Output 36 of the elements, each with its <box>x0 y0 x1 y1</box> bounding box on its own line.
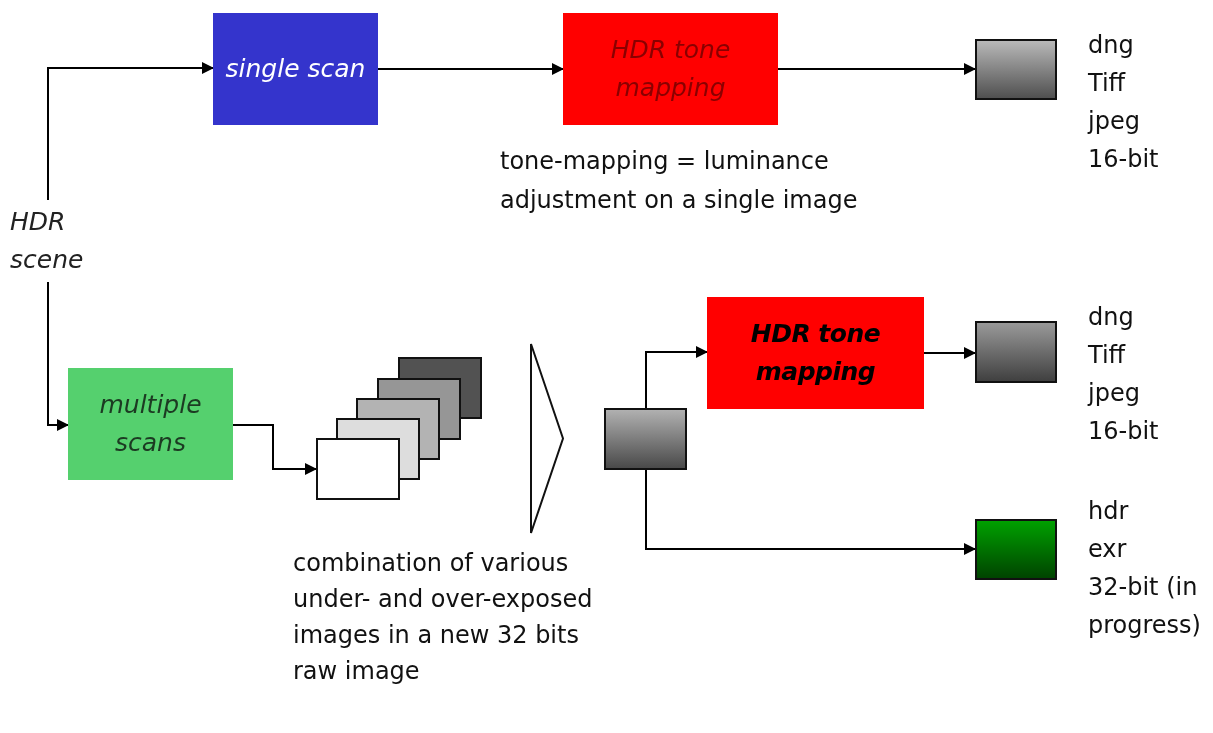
output-box <box>975 39 1057 100</box>
box-label: multiple scans <box>98 389 203 459</box>
arrow <box>47 62 214 201</box>
process-box <box>707 297 924 409</box>
arrow <box>47 281 69 431</box>
arrow <box>645 346 708 409</box>
note-text: combination of various under- and over-exposed images in a new 32 bits raw image <box>293 548 594 687</box>
format-label: 32-bit (in progress) <box>1088 572 1202 641</box>
format-label: Tiff <box>1088 340 1127 371</box>
box-label: HDR tone mapping <box>609 34 732 104</box>
format-label: dng <box>1088 30 1135 61</box>
image-stack-drawing <box>316 357 482 500</box>
output-box <box>975 321 1057 383</box>
arrow <box>777 63 976 75</box>
box-label: HDR tone mapping <box>749 318 882 388</box>
arrow <box>923 347 976 359</box>
process-box <box>68 368 233 480</box>
format-label: dng <box>1088 302 1135 333</box>
output-box <box>975 519 1057 580</box>
process-box <box>213 13 378 125</box>
note-text: tone-mapping = luminance adjustment on a single image <box>500 146 859 216</box>
arrow <box>377 63 564 75</box>
format-label: Tiff <box>1088 68 1127 99</box>
format-label: exr <box>1088 534 1128 565</box>
merge-box <box>604 408 687 470</box>
scene-text: HDR scene <box>10 206 85 276</box>
merge-triangle <box>529 342 565 535</box>
arrow <box>232 424 317 475</box>
box-label: single scan <box>224 53 367 85</box>
process-box <box>563 13 778 125</box>
arrow <box>645 469 976 555</box>
format-label: jpeg <box>1088 378 1141 409</box>
format-label: hdr <box>1088 496 1130 527</box>
format-label: jpeg <box>1088 106 1141 137</box>
format-label: 16-bit <box>1088 144 1160 175</box>
format-label: 16-bit <box>1088 416 1160 447</box>
